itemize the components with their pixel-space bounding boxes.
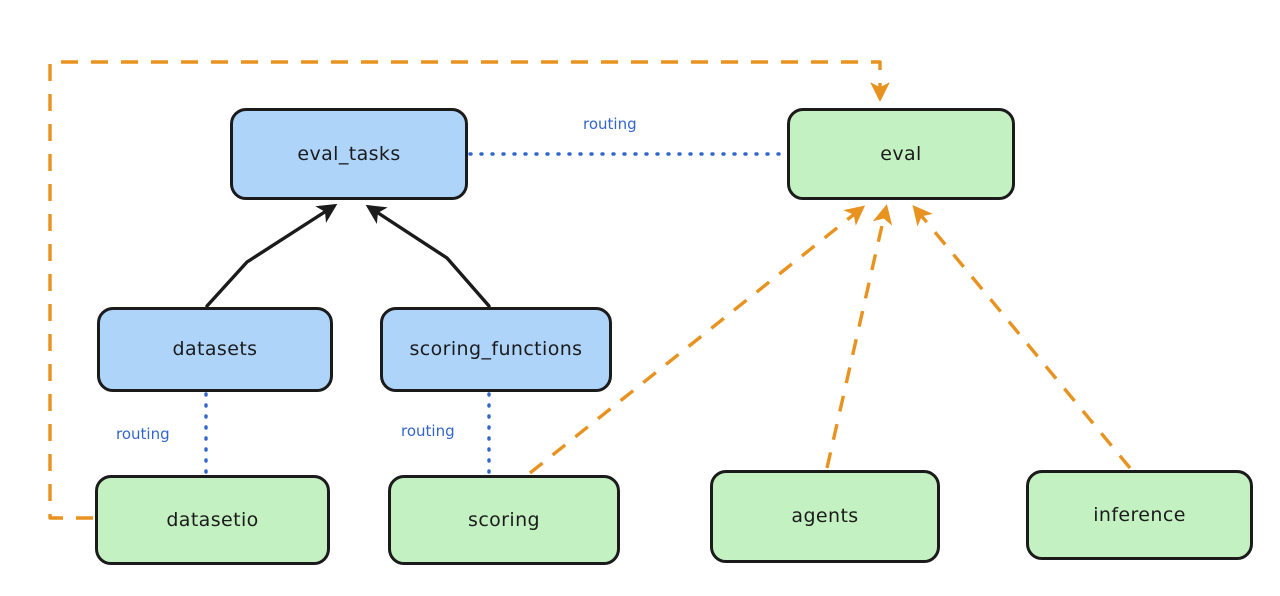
node-scoring-functions-label: scoring_functions <box>409 338 583 361</box>
edge-scoring-to-eval-provider <box>528 205 866 475</box>
node-eval-label: eval <box>880 142 922 165</box>
node-agents[interactable]: agents <box>710 470 940 563</box>
node-scoring[interactable]: scoring <box>388 475 620 565</box>
edge-label-routing-scoring-functions-scoring: routing <box>398 422 458 440</box>
node-datasetio[interactable]: datasetio <box>95 475 330 565</box>
node-datasets[interactable]: datasets <box>97 307 333 392</box>
edge-inference-to-eval-provider <box>912 204 1132 470</box>
node-scoring-functions[interactable]: scoring_functions <box>380 307 612 392</box>
node-inference[interactable]: inference <box>1026 470 1253 560</box>
edge-label-routing-eval-tasks-eval: routing <box>580 115 640 133</box>
edge-datasets-to-eval-tasks <box>205 203 338 308</box>
node-inference-label: inference <box>1093 503 1186 526</box>
edge-scoring-functions-to-eval-tasks <box>365 204 491 308</box>
node-agents-label: agents <box>791 505 859 528</box>
node-eval[interactable]: eval <box>787 108 1015 200</box>
node-datasetio-label: datasetio <box>166 508 259 531</box>
node-eval-tasks-label: eval_tasks <box>297 142 401 165</box>
node-datasets-label: datasets <box>172 338 258 361</box>
node-scoring-label: scoring <box>468 508 540 531</box>
node-eval-tasks[interactable]: eval_tasks <box>230 108 468 200</box>
edge-agents-to-eval-provider <box>825 204 893 469</box>
edge-label-routing-datasets-datasetio: routing <box>113 425 173 443</box>
